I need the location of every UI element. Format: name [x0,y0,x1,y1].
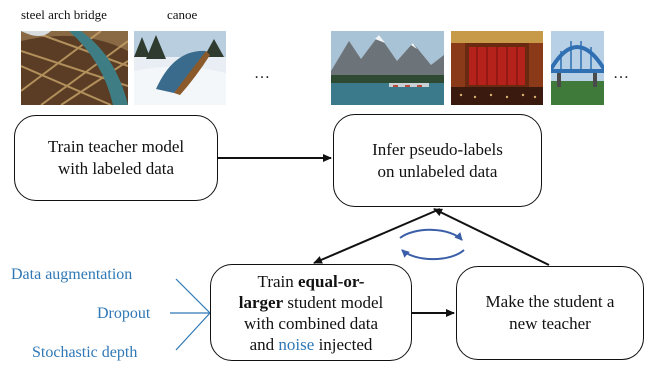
label-steel-arch-bridge: steel arch bridge [21,7,107,22]
ellipsis-left: … [254,65,271,82]
noise-data-augmentation: Data augmentation [11,266,133,283]
larger-bold: larger [238,292,284,312]
theater-image [451,31,543,105]
connector-data-augmentation [175,278,211,314]
noise-word: noise [278,334,315,354]
arrow-newteacher-to-pseudo [433,208,550,266]
new-teacher-line2: new teacher [509,314,591,333]
noise-stochastic-depth: Stochastic depth [32,344,138,361]
train-student-line3: with combined data [243,313,379,333]
arrow-pseudo-to-student [313,208,441,264]
train-student-line2: larger student model [238,292,384,312]
new-teacher-box: Make the student a new teacher [456,266,644,360]
train-teacher-box: Train teacher model with labeled data [14,115,218,201]
connector-stochastic-depth [175,312,211,351]
equal-or-bold: equal-or- [298,271,365,291]
train-teacher-line2: with labeled data [57,159,175,178]
label-canoe: canoe [167,7,198,22]
blue-bridge-image [551,31,604,105]
infer-pseudo-line1: Infer pseudo-labels [372,139,503,159]
ellipsis-right: … [613,65,630,82]
train-student-box: Train equal-or- larger student model wit… [210,264,412,361]
train-student-line4: and noise injected [249,334,373,354]
train-teacher-line1: Train teacher model [47,137,185,156]
new-teacher-line1: Make the student a [485,292,615,311]
train-student-line1: Train equal-or- [257,271,365,291]
steel-arch-bridge-image [21,31,128,105]
noise-dropout: Dropout [97,305,151,322]
infer-pseudo-line2: on unlabeled data [377,161,498,181]
mountain-lake-image [331,31,444,105]
cycle-arrows-icon [399,228,465,261]
infer-pseudo-labels-box: Infer pseudo-labels on unlabeled data [333,114,542,207]
canoe-image [134,31,226,105]
